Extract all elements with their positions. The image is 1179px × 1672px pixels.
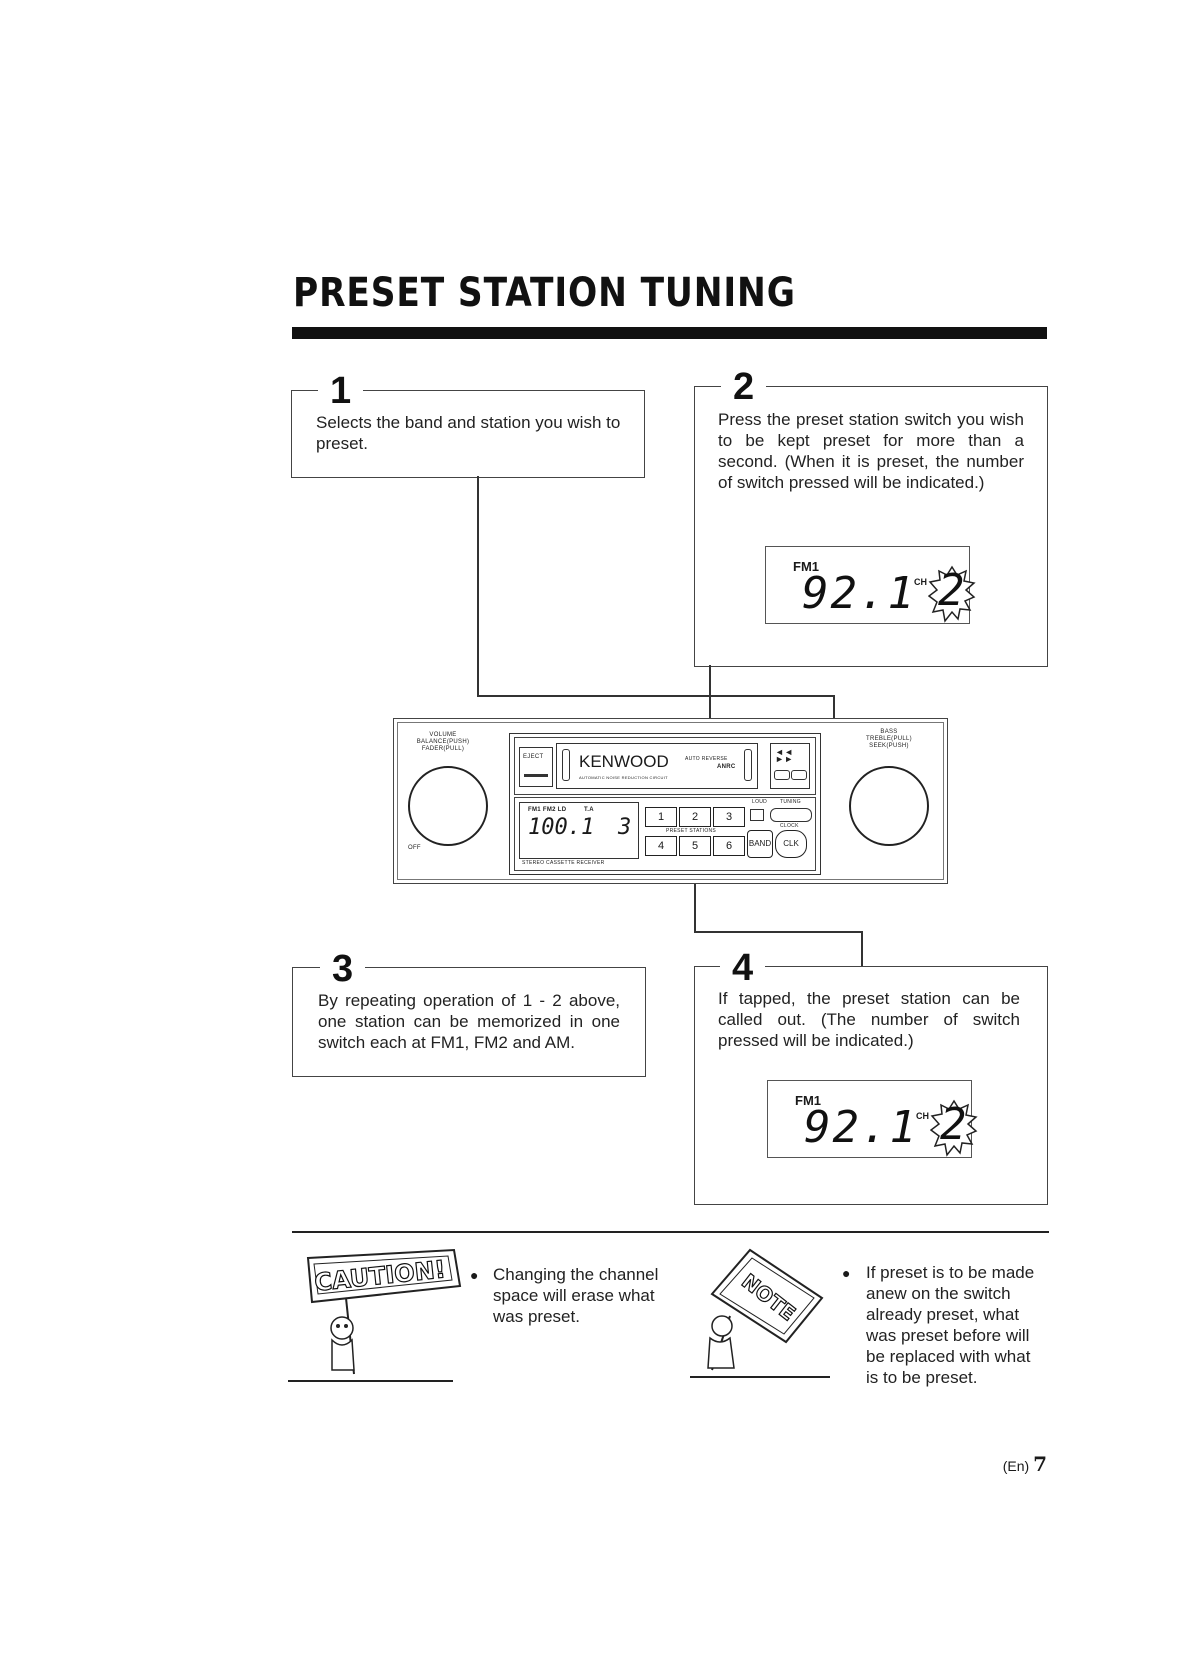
section-divider <box>292 1231 1049 1233</box>
clk-button[interactable]: CLK <box>775 830 807 858</box>
auto-reverse-label: AUTO REVERSE <box>685 756 728 762</box>
rew-ff-icon: ◄◄ ►► <box>775 747 794 764</box>
lcd-channel-burst-icon <box>930 1099 978 1157</box>
lcd-channel-number: 2 <box>940 1099 967 1150</box>
right-knob-labels: BASS TREBLE(PULL) SEEK(PUSH) <box>849 729 929 750</box>
tape-slot: KENWOOD AUTO REVERSE ANRC AUTOMATIC NOIS… <box>556 743 758 789</box>
cassette-section <box>514 737 816 795</box>
preset-button-2[interactable]: 2 <box>679 807 711 827</box>
connector-step1-v <box>477 476 479 697</box>
step-1-number: 1 <box>318 371 364 411</box>
radio-display-channel: 3 <box>618 815 632 840</box>
tuner-section <box>514 797 816 871</box>
caution-text: Changing the channel space will erase wh… <box>493 1265 659 1326</box>
note-bullet-icon: ● <box>842 1265 851 1281</box>
step-3-number: 3 <box>320 949 366 989</box>
preset-button-3[interactable]: 3 <box>713 807 745 827</box>
volume-label: VOLUME <box>429 732 457 738</box>
band-button[interactable]: BAND <box>747 830 773 858</box>
caution-baseline <box>288 1380 453 1382</box>
connector-step4-h <box>694 931 863 933</box>
tape-btn-a[interactable] <box>774 770 790 780</box>
eject-bar <box>524 774 548 777</box>
note-text: If preset is to be made anew on the swit… <box>866 1263 1035 1387</box>
lcd-channel-number: 2 <box>938 565 965 616</box>
lcd-band-label: FM1 <box>793 559 819 574</box>
tuning-rocker[interactable] <box>770 808 812 822</box>
clock-label: CLOCK <box>780 823 799 829</box>
preset-stations-label: PRESET STATIONS <box>666 828 717 834</box>
step-3-text: By repeating operation of 1 - 2 above, o… <box>318 991 620 1052</box>
radio-display: FM1 FM2 LD T.A 100.1 3 <box>519 802 639 859</box>
tuning-label: TUNING <box>780 799 801 805</box>
lcd-band-label: FM1 <box>795 1093 821 1108</box>
tape-ff-rew-buttons[interactable]: ◄◄ ►► <box>770 743 810 789</box>
page-title: PRESET STATION TUNING <box>293 270 796 316</box>
volume-knob[interactable] <box>408 766 488 846</box>
step-4-lcd-display: FM1 92.1 CH 2 <box>767 1080 978 1158</box>
lcd-ch-label: CH <box>916 1111 929 1121</box>
tape-door-right <box>744 749 752 781</box>
note-sign-icon: NOTE <box>707 1248 824 1371</box>
radio-inner-frame <box>397 722 944 880</box>
radio-display-frequency: 100.1 <box>528 815 595 840</box>
balance-label: BALANCE(PUSH) <box>416 739 470 745</box>
step-4-number: 4 <box>720 948 766 988</box>
step-2-lcd-display: FM1 92.1 CH 2 <box>765 546 976 624</box>
loud-label: LOUD <box>752 799 768 805</box>
caution-sign-icon: CAUTION! <box>306 1248 462 1375</box>
tape-door-left <box>562 749 570 781</box>
tape-btn-b[interactable] <box>791 770 807 780</box>
treble-label: TREBLE(PULL) <box>866 736 912 742</box>
connector-step4-v <box>694 868 696 933</box>
lcd-frequency: 92.1 <box>804 1102 918 1153</box>
preset-button-1[interactable]: 1 <box>645 807 677 827</box>
bass-label: BASS <box>880 729 898 735</box>
preset-button-4[interactable]: 4 <box>645 836 677 856</box>
left-knob-labels: VOLUME BALANCE(PUSH) FADER(PULL) <box>408 732 478 753</box>
band-indicators: FM1 FM2 LD <box>528 807 567 813</box>
step-1-text: Selects the band and station you wish to… <box>316 413 621 453</box>
step-2-number: 2 <box>721 367 767 407</box>
title-rule <box>292 327 1047 339</box>
ta-indicator: T.A <box>584 807 594 813</box>
anrc-label: ANRC <box>717 764 736 770</box>
radio-center-panel <box>509 733 821 875</box>
car-radio-unit: VOLUME BALANCE(PUSH) FADER(PULL) OFF BAS… <box>393 718 948 884</box>
page-number-prefix: (En) <box>1002 1458 1030 1474</box>
page-number-value: 7 <box>1033 1452 1047 1476</box>
preset-button-5[interactable]: 5 <box>679 836 711 856</box>
brand-logo: KENWOOD <box>579 752 669 771</box>
receiver-label: STEREO CASSETTE RECEIVER <box>522 860 605 866</box>
seek-label: SEEK(PUSH) <box>869 743 909 749</box>
eject-button[interactable]: EJECT <box>519 747 553 787</box>
preset-button-6[interactable]: 6 <box>713 836 745 856</box>
noise-reduction-label: AUTOMATIC NOISE REDUCTION CIRCUIT <box>579 775 668 780</box>
fader-label: FADER(PULL) <box>421 746 465 752</box>
lcd-frequency: 92.1 <box>802 568 916 619</box>
note-baseline <box>690 1376 830 1378</box>
caution-bullet-icon: ● <box>470 1267 479 1283</box>
off-label: OFF <box>408 845 421 851</box>
loud-button[interactable] <box>750 809 764 821</box>
connector-step4-down <box>861 931 863 967</box>
eject-label: EJECT <box>523 754 544 760</box>
page-number: (En) 7 <box>1003 1452 1047 1476</box>
lcd-ch-label: CH <box>914 577 927 587</box>
lcd-channel-burst-icon <box>928 565 976 623</box>
step-4-text: If tapped, the preset station can be cal… <box>718 989 1020 1050</box>
connector-step1-h <box>477 695 835 697</box>
step-2-text: Press the preset station switch you wish… <box>718 410 1024 492</box>
tone-seek-knob[interactable] <box>849 766 929 846</box>
